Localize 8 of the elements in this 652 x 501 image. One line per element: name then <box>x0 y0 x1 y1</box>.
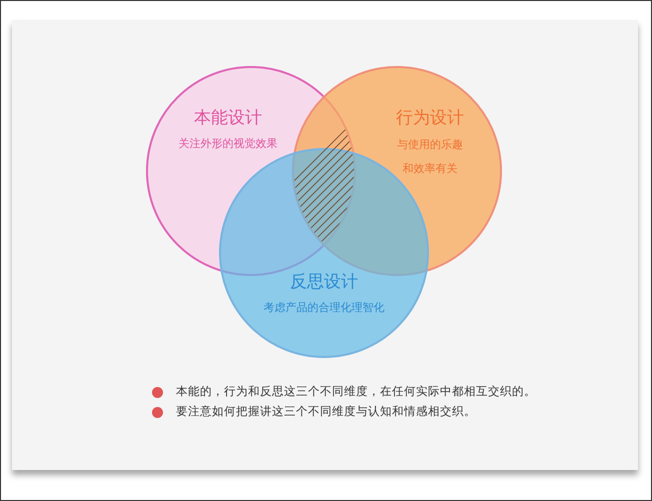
circle-title: 反思设计 <box>289 271 359 293</box>
note-text: 要注意如何把握讲这三个不同维度与认知和情感相交织。 <box>176 404 476 419</box>
circle-description: 与使用的乐趣和效率有关 <box>396 137 464 177</box>
note-text: 本能的，行为和反思这三个不同维度，在任何实际中都相互交织的。 <box>176 384 536 399</box>
circle-description: 考虑产品的合理化理智化 <box>262 300 386 315</box>
circle-description: 关注外形的视觉效果 <box>178 136 278 151</box>
circle-title: 本能设计 <box>193 107 263 129</box>
circle-title: 行为设计 <box>395 107 465 129</box>
